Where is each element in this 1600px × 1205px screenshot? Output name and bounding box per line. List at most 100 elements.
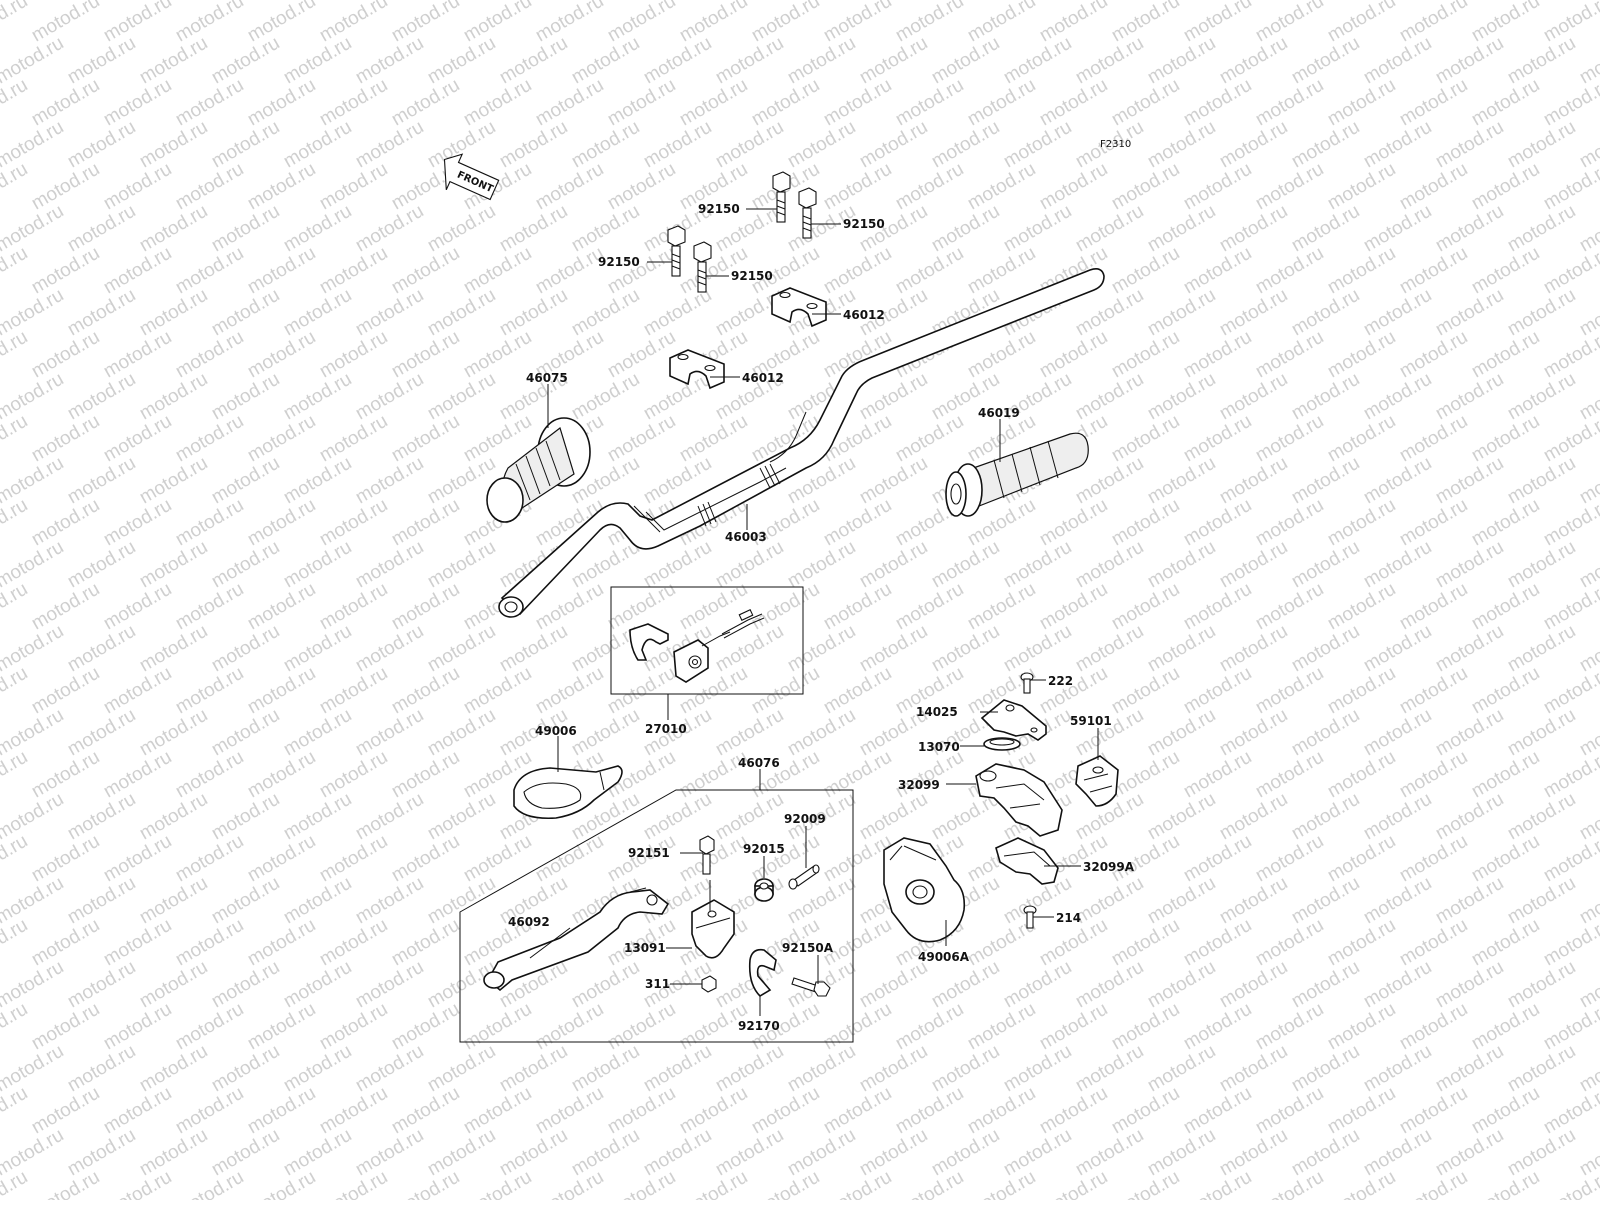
bolt-2-icon[interactable] bbox=[798, 187, 817, 239]
watermark-text: motod.ru bbox=[172, 75, 247, 131]
label-nut-92015[interactable]: 92015 bbox=[743, 842, 785, 856]
nut-92015-icon[interactable] bbox=[754, 878, 774, 902]
cover-49006a-icon[interactable] bbox=[883, 837, 966, 943]
watermark-text: motod.ru bbox=[316, 999, 391, 1055]
watermark-text: motod.ru bbox=[1000, 621, 1075, 677]
watermark-text: motod.ru bbox=[28, 1167, 103, 1200]
watermark-text: motod.ru bbox=[28, 1083, 103, 1139]
label-left-grip[interactable]: 46075 bbox=[526, 371, 568, 385]
bolt-3-icon[interactable] bbox=[667, 225, 686, 277]
label-clamp-upper[interactable]: 46012 bbox=[843, 308, 885, 322]
watermark-text: motod.ru bbox=[784, 621, 859, 677]
watermark-text: motod.ru bbox=[388, 411, 463, 467]
label-plate-14025[interactable]: 14025 bbox=[916, 705, 958, 719]
watermark-text: motod.ru bbox=[1036, 999, 1111, 1055]
label-lever-assembly[interactable]: 46076 bbox=[738, 756, 780, 770]
label-bolt-92150a[interactable]: 92150A bbox=[782, 941, 834, 955]
housing-59101-icon[interactable] bbox=[1075, 755, 1119, 807]
watermark-text: motod.ru bbox=[64, 705, 139, 761]
watermark-text: motod.ru bbox=[280, 33, 355, 89]
clamp-lower-icon[interactable] bbox=[669, 349, 725, 390]
watermark-text: motod.ru bbox=[1180, 75, 1255, 131]
watermark-text: motod.ru bbox=[460, 663, 535, 719]
label-cover-49006a[interactable]: 49006A bbox=[918, 950, 970, 964]
label-nut-311[interactable]: 311 bbox=[645, 977, 670, 991]
label-right-grip[interactable]: 46019 bbox=[978, 406, 1020, 420]
nut-311-icon[interactable] bbox=[701, 975, 717, 993]
watermark-text: motod.ru bbox=[1324, 327, 1399, 383]
watermark-text: motod.ru bbox=[0, 411, 31, 467]
bolt-92151-icon[interactable] bbox=[699, 835, 715, 875]
label-housing-59101[interactable]: 59101 bbox=[1070, 714, 1112, 728]
lever-holder-icon[interactable] bbox=[691, 880, 735, 959]
label-bolt-2[interactable]: 92150 bbox=[843, 217, 885, 231]
watermark-text: motod.ru bbox=[1216, 537, 1291, 593]
label-bolt-4[interactable]: 92150 bbox=[731, 269, 773, 283]
watermark-text: motod.ru bbox=[604, 999, 679, 1055]
label-switch-kit[interactable]: 27010 bbox=[645, 722, 687, 736]
clamp-92170-icon[interactable] bbox=[748, 948, 777, 998]
handlebar-icon[interactable] bbox=[498, 268, 1105, 618]
housing-32099-icon[interactable] bbox=[975, 763, 1063, 837]
watermark-text: motod.ru bbox=[1504, 705, 1579, 761]
housing-32099a-icon[interactable] bbox=[995, 837, 1059, 885]
watermark-text: motod.ru bbox=[1036, 1167, 1111, 1200]
bolt-92150a-icon[interactable] bbox=[791, 977, 831, 997]
ring-13070-icon[interactable] bbox=[983, 737, 1021, 751]
bolt-4-icon[interactable] bbox=[693, 241, 712, 293]
watermark-text: motod.ru bbox=[1468, 747, 1543, 803]
plate-14025-icon[interactable] bbox=[980, 699, 1047, 741]
watermark-text: motod.ru bbox=[1252, 1167, 1327, 1200]
left-grip-icon[interactable] bbox=[486, 417, 591, 523]
label-housing-32099[interactable]: 32099 bbox=[898, 778, 940, 792]
bolt-1-icon[interactable] bbox=[772, 171, 791, 223]
watermark-text: motod.ru bbox=[0, 915, 31, 971]
watermark-text: motod.ru bbox=[532, 75, 607, 131]
clamp-upper-icon[interactable] bbox=[771, 287, 827, 328]
label-bolt-1[interactable]: 92150 bbox=[698, 202, 740, 216]
watermark-text: motod.ru bbox=[892, 579, 967, 635]
label-screw-222[interactable]: 222 bbox=[1048, 674, 1073, 688]
label-adjuster-bolt[interactable]: 92009 bbox=[784, 812, 826, 826]
right-grip-icon[interactable] bbox=[945, 432, 1089, 517]
watermark-text: motod.ru bbox=[928, 957, 1003, 1013]
label-screw-214[interactable]: 214 bbox=[1056, 911, 1081, 925]
adjuster-bolt-icon[interactable] bbox=[788, 864, 820, 890]
label-bolt-92151[interactable]: 92151 bbox=[628, 846, 670, 860]
watermark-text: motod.ru bbox=[0, 327, 31, 383]
watermark-text: motod.ru bbox=[1288, 537, 1363, 593]
watermark-text: motod.ru bbox=[1252, 999, 1327, 1055]
label-bolt-3[interactable]: 92150 bbox=[598, 255, 640, 269]
watermark-text: motod.ru bbox=[676, 831, 751, 887]
lever-icon[interactable] bbox=[483, 887, 670, 992]
watermark-text: motod.ru bbox=[136, 621, 211, 677]
watermark-text: motod.ru bbox=[1180, 411, 1255, 467]
watermark-text: motod.ru bbox=[1324, 1167, 1399, 1200]
watermark-text: motod.ru bbox=[1108, 159, 1183, 215]
watermark-text: motod.ru bbox=[532, 999, 607, 1055]
label-lever[interactable]: 46092 bbox=[508, 915, 550, 929]
label-housing-32099a[interactable]: 32099A bbox=[1083, 860, 1135, 874]
screw-214-icon[interactable] bbox=[1023, 905, 1037, 929]
label-lever-holder[interactable]: 13091 bbox=[624, 941, 666, 955]
watermark-text: motod.ru bbox=[388, 663, 463, 719]
label-ring-13070[interactable]: 13070 bbox=[918, 740, 960, 754]
watermark-text: motod.ru bbox=[1216, 33, 1291, 89]
lever-cover-icon[interactable] bbox=[513, 765, 623, 820]
watermark-text: motod.ru bbox=[1216, 453, 1291, 509]
watermark-text: motod.ru bbox=[1144, 537, 1219, 593]
watermark-text: motod.ru bbox=[1396, 999, 1471, 1055]
screw-222-icon[interactable] bbox=[1020, 672, 1034, 694]
watermark-text: motod.ru bbox=[172, 243, 247, 299]
label-handlebar[interactable]: 46003 bbox=[725, 530, 767, 544]
switch-kit-icon[interactable] bbox=[629, 609, 765, 683]
watermark-text: motod.ru bbox=[100, 747, 175, 803]
watermark-text: motod.ru bbox=[64, 873, 139, 929]
watermark-text: motod.ru bbox=[856, 1125, 931, 1181]
watermark-text: motod.ru bbox=[460, 0, 535, 46]
watermark-text: motod.ru bbox=[1360, 537, 1435, 593]
label-clamp-92170[interactable]: 92170 bbox=[738, 1019, 780, 1033]
label-lever-cover[interactable]: 49006 bbox=[535, 724, 577, 738]
label-clamp-lower[interactable]: 46012 bbox=[742, 371, 784, 385]
